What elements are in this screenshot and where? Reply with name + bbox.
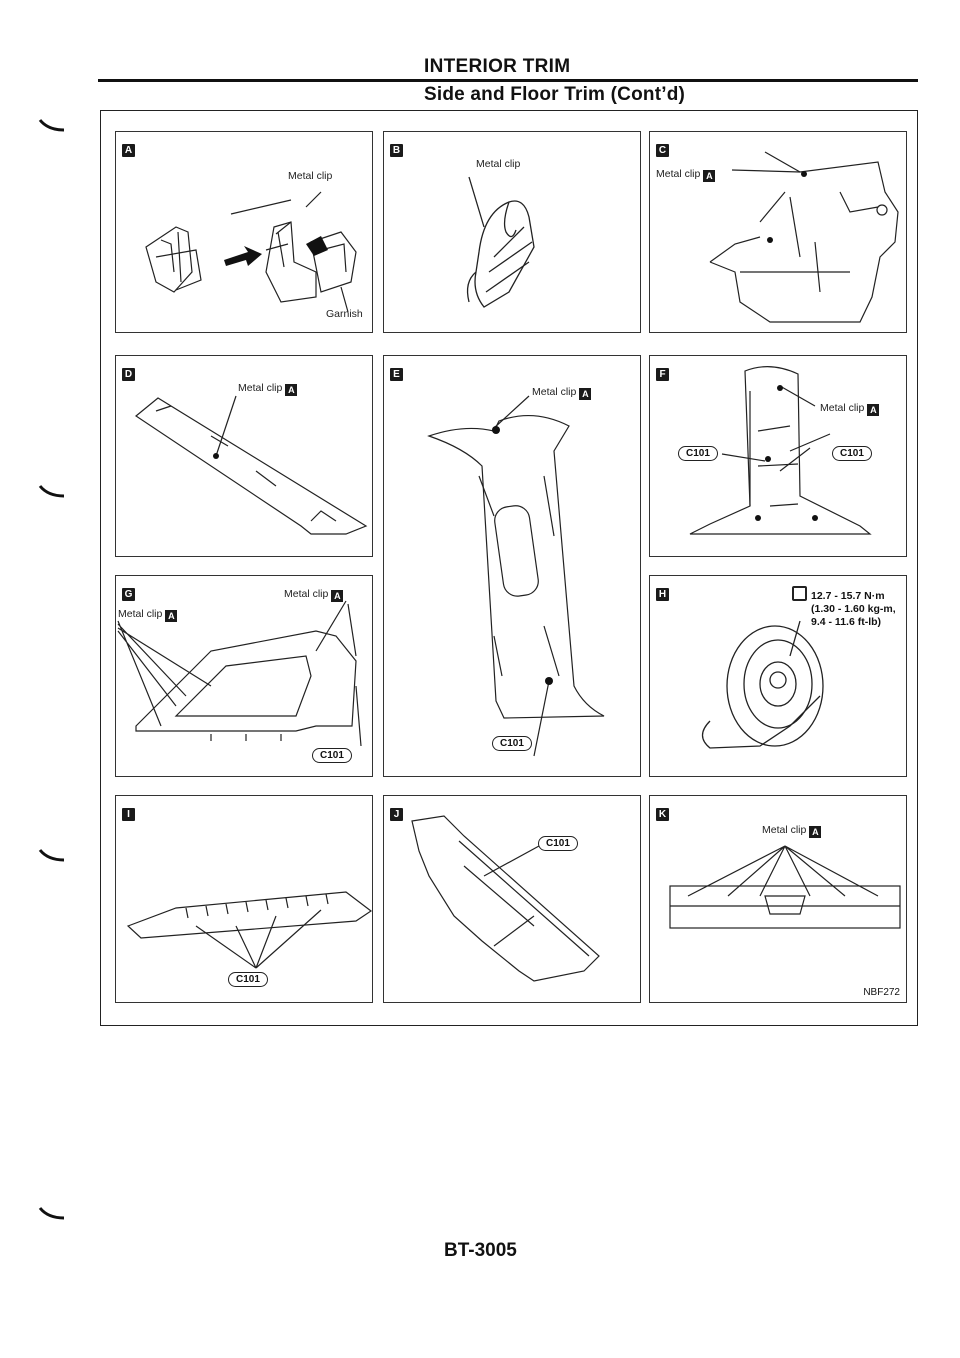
torque-nm: 12.7 - 15.7 N·m <box>811 590 885 602</box>
panel-badge: H <box>656 588 669 601</box>
panel-j-illustration <box>411 815 600 982</box>
panel-h-illustration <box>701 620 824 749</box>
connector-c101-right: C101 <box>832 446 872 461</box>
binding-mark <box>38 1206 68 1227</box>
panel-badge: D <box>122 368 135 381</box>
binding-mark <box>38 484 68 505</box>
panel-e-illustration <box>427 395 605 757</box>
torque-kgm: (1.30 - 1.60 kg-m, <box>811 603 896 615</box>
metal-clip-text: Metal clip <box>284 588 329 600</box>
figure-id: NBF272 <box>863 987 900 998</box>
panel-badge: B <box>390 144 403 157</box>
panel-k-illustration <box>669 845 901 929</box>
header-rule <box>98 79 918 82</box>
panel-f-illustration <box>689 366 872 535</box>
ref-badge: A <box>703 170 716 182</box>
ref-badge: A <box>331 590 344 602</box>
panel-d-illustration <box>134 395 368 535</box>
panel-i: I C101 <box>115 795 373 1003</box>
panel-c-illustration <box>709 151 899 323</box>
ref-badge: A <box>285 384 298 396</box>
binding-mark <box>38 118 68 139</box>
panel-a-illustration <box>145 191 357 313</box>
garnish-label: Garnish <box>326 308 363 320</box>
panel-i-illustration <box>126 891 372 969</box>
metal-clip-text: Metal clip <box>656 168 701 180</box>
connector-c101: C101 <box>228 972 268 987</box>
panel-badge: F <box>656 368 669 381</box>
panel-g-illustration <box>117 600 362 747</box>
metal-clip-label: Metal clip <box>288 170 333 182</box>
page-number: BT-3005 <box>444 1240 517 1261</box>
torque-spec: 12.7 - 15.7 N·m (1.30 - 1.60 kg-m, 9.4 -… <box>792 586 896 629</box>
connector-c101: C101 <box>312 748 352 763</box>
section-title: INTERIOR TRIM <box>424 56 571 77</box>
metal-clip-text: Metal clip <box>820 402 865 414</box>
torque-ftlb: 9.4 - 11.6 ft-lb) <box>811 616 882 628</box>
panel-b: B Metal clip <box>383 131 641 333</box>
panel-h: H 12.7 - 15.7 N·m (1.30 - 1.60 kg-m, 9.4… <box>649 575 907 777</box>
panel-badge: A <box>122 144 135 157</box>
figure-frame: A Metal clip Garnish B Metal clip <box>100 110 918 1026</box>
ref-badge: A <box>579 388 592 400</box>
torque-line-1: 12.7 - 15.7 N·m <box>792 586 896 603</box>
panel-j: J C101 <box>383 795 641 1003</box>
panel-badge: G <box>122 588 135 601</box>
metal-clip-text: Metal clip <box>118 608 163 620</box>
panel-badge: I <box>122 808 135 821</box>
connector-c101: C101 <box>538 836 578 851</box>
panel-a: A Metal clip Garnish <box>115 131 373 333</box>
section-subtitle: Side and Floor Trim (Cont’d) <box>424 84 686 105</box>
metal-clip-label: Metal clip <box>476 158 521 170</box>
connector-c101-left: C101 <box>678 446 718 461</box>
panel-badge: K <box>656 808 669 821</box>
panel-badge: C <box>656 144 669 157</box>
metal-clip-text: Metal clip <box>532 386 577 398</box>
metal-clip-text: Metal clip <box>238 382 283 394</box>
panel-b-illustration <box>466 176 535 308</box>
connector-c101: C101 <box>492 736 532 751</box>
metal-clip-text: Metal clip <box>762 824 807 836</box>
ref-badge: A <box>165 610 178 622</box>
torque-wrench-icon <box>792 586 807 601</box>
binding-mark <box>38 848 68 869</box>
ref-badge: A <box>867 404 880 416</box>
panel-badge: E <box>390 368 403 381</box>
ref-badge: A <box>809 826 822 838</box>
panel-badge: J <box>390 808 403 821</box>
